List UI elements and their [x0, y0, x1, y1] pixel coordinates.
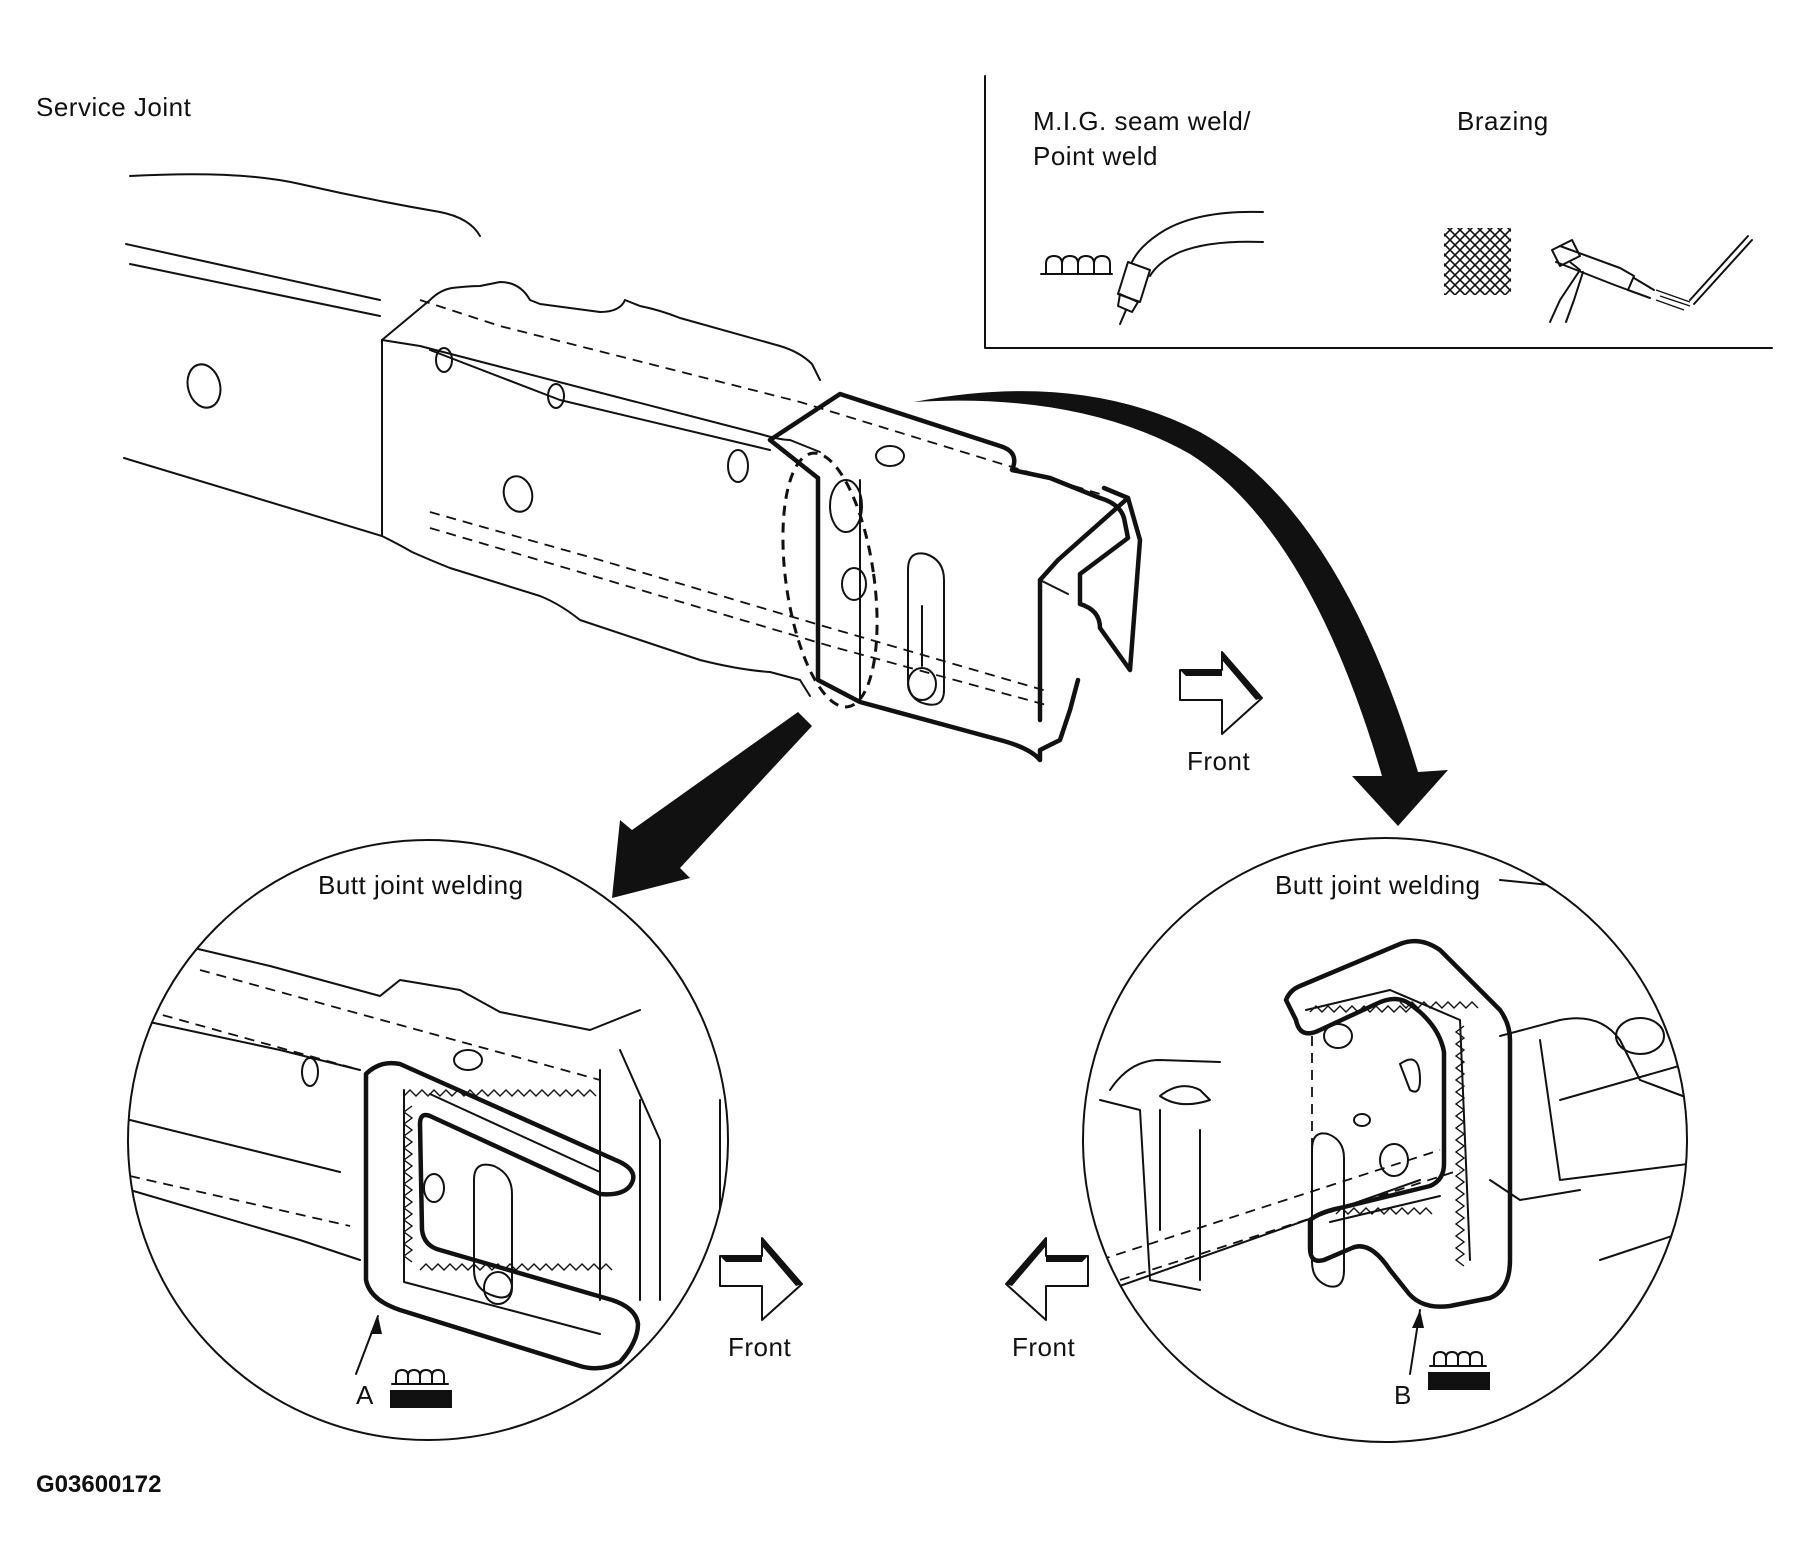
mig-torch-icon [1117, 210, 1264, 325]
mig-weld-symbol-icon [1040, 255, 1113, 275]
brazing-symbol-icon [1444, 228, 1511, 295]
brazing-torch-icon [1549, 235, 1753, 323]
point-weld-label: Point weld [1033, 141, 1158, 171]
front-arrow-main-icon [1179, 651, 1263, 735]
brazing-label: Brazing [1457, 106, 1549, 136]
front-arrow-left-detail-icon [719, 1237, 803, 1321]
detail-arrow-left-icon [612, 712, 812, 898]
front-arrow-right-detail-icon [1005, 1237, 1089, 1321]
mig-weld-symbol-a-icon [390, 1369, 452, 1408]
weld-legend: M.I.G. seam weld/ Point weld Brazing [984, 75, 1773, 349]
frame-member-main [123, 173, 1143, 763]
detail-right-title: Butt joint welding [1275, 870, 1481, 900]
joint-callout-oval [781, 451, 879, 709]
callout-a-label: A [356, 1380, 374, 1410]
mig-weld-label: M.I.G. seam weld/ [1033, 106, 1251, 136]
detail-left-title: Butt joint welding [318, 870, 524, 900]
callout-b-label: B [1394, 1380, 1412, 1410]
detail-left: Butt joint welding A [127, 839, 729, 1441]
figure-id: G03600172 [36, 1471, 161, 1498]
front-label-right-detail: Front [1012, 1332, 1075, 1362]
detail-arrow-right-icon [914, 391, 1448, 826]
diagram-title: Service Joint [36, 92, 192, 122]
mig-weld-symbol-b-icon [1428, 1351, 1490, 1390]
detail-right: Butt joint welding [1082, 837, 1688, 1443]
front-label-left-detail: Front [728, 1332, 791, 1362]
front-label-main: Front [1187, 746, 1250, 776]
